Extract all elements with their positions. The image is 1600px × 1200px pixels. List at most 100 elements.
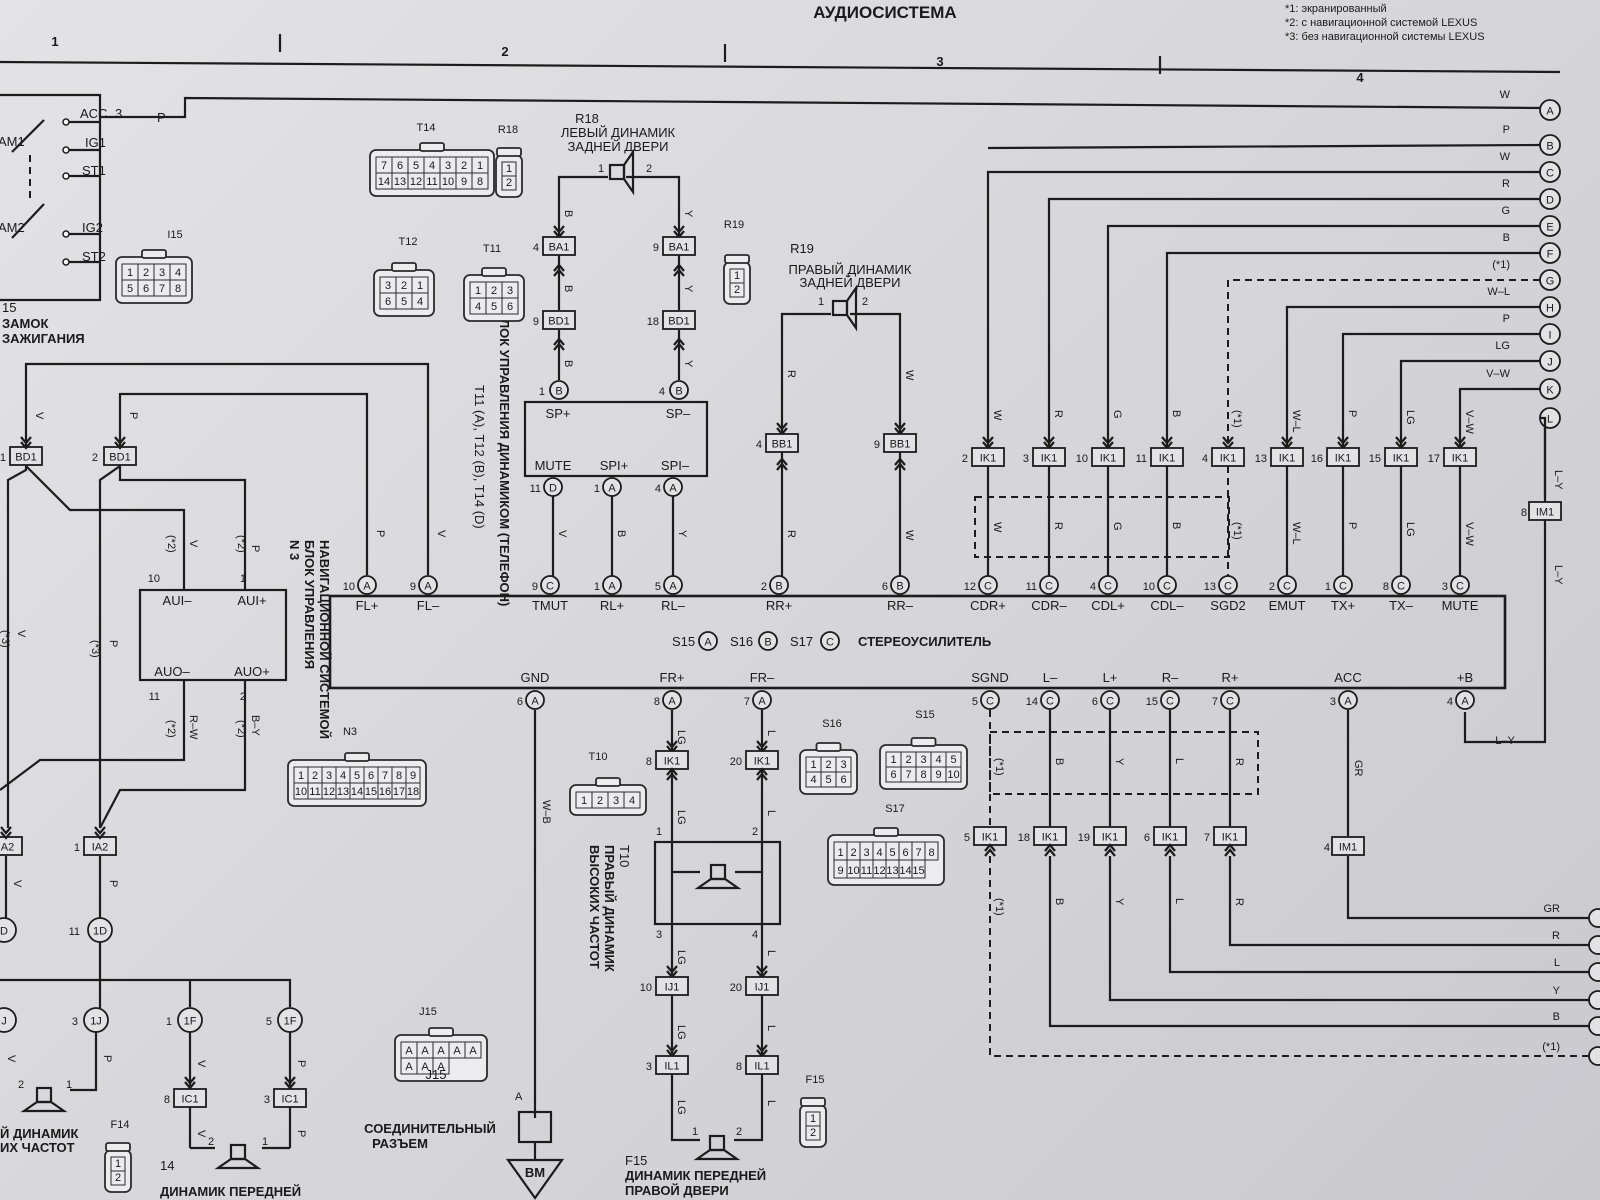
bb1-0-text: BB1: [772, 439, 793, 451]
bottom-right-wire-2: L: [1554, 957, 1560, 969]
conn-1f-b-letter: 1F: [284, 1016, 297, 1028]
ik1-top-wire-color: R: [1052, 410, 1064, 418]
joint-connector-letter: A: [515, 1091, 523, 1103]
s16-code: S16: [822, 718, 842, 730]
ik1-top-num: 4: [1202, 453, 1208, 465]
phone-unit-connectors: T11 (A), T12 (B), T14 (D): [472, 385, 487, 529]
wire-aui-plus-color: P: [249, 545, 261, 552]
amp-bottom-pin-7-letter: C: [1226, 696, 1234, 708]
wire-bd1-to-fl-minus: [24, 362, 430, 575]
bottom-right-wire-3: Y: [1553, 985, 1561, 997]
r18-pin-1: 1: [598, 163, 604, 175]
s15-connector-view-cavity: [945, 766, 962, 783]
t10-connector-view-pin: 4: [629, 795, 635, 807]
t14-connector-view-pin: 10: [442, 176, 454, 188]
amp-bottom-pin-name: SGND: [971, 670, 1009, 685]
ia2-arrow-icon: [0, 826, 12, 835]
ik1-top-2-text: IK1: [1100, 453, 1117, 465]
ik1-top-num: 13: [1255, 453, 1267, 465]
s15-connector-view-pin: 9: [935, 769, 941, 781]
j15-connector-view-pin: A: [405, 1045, 413, 1057]
fr-spk-pin-1: 1: [692, 1126, 698, 1138]
speaker-magnet: [831, 299, 849, 317]
ik1-top-8-text: IK1: [1452, 453, 1469, 465]
ignition-pin-ig2: IG2: [82, 220, 103, 235]
s15-connector-view-pin: 8: [920, 769, 926, 781]
amp-top-pin-num: 1: [594, 581, 600, 593]
nav-pin-1: 1: [240, 573, 246, 585]
ignition-terminal: [62, 146, 70, 154]
bd1-left-num: 1: [0, 452, 6, 464]
amp-legend-s16: S16: [730, 634, 753, 649]
wire-terminal-to-ik1-0: [986, 170, 1540, 447]
r19-name-1: ПРАВЫЙ ДИНАМИК: [789, 262, 912, 277]
wire-ik1-to-edge-1: [1168, 856, 1590, 974]
conn-1d-left: [0, 917, 17, 943]
ik1-wire-color-lower: P: [1346, 522, 1358, 529]
bb1-arrow-icon: [776, 422, 788, 431]
r19-connector-view-pin: 1: [734, 270, 740, 282]
ik1-bottom-wire-color-lower: B: [1053, 898, 1065, 905]
amp-bottom-pin-0-letter: A: [531, 696, 539, 708]
phone-pin-num: 1: [539, 386, 545, 398]
t10-connector-view-cavity: [623, 791, 641, 809]
wire-r18-2: [626, 175, 681, 244]
ik1-bottom-arrow-icon: [1224, 848, 1236, 857]
amp-bottom-pin-num: 3: [1330, 696, 1336, 708]
s17-connector-view-pin: 10: [847, 865, 859, 877]
amp-top-pin-14-letter: C: [1397, 581, 1405, 593]
conn-1f-num: 1: [166, 1016, 172, 1028]
amp-legend-b: [758, 631, 778, 651]
ik1-bottom-wire-color-lower: Y: [1113, 898, 1125, 906]
s15-code: S15: [915, 709, 935, 721]
r18-connector-view-latch: [496, 147, 522, 157]
bd1-left-num: 2: [92, 452, 98, 464]
ic1-num: 8: [164, 1094, 170, 1106]
j15-connector-view-cavity: [464, 1041, 482, 1059]
ik1-arrow-icon: [1222, 436, 1234, 445]
t14-connector-view-pin: 11: [426, 176, 437, 188]
f15-connector-view-pin: 1: [810, 1113, 816, 1125]
s16-connector-view-pin: 1: [810, 759, 816, 771]
wire-auo-minus-down: [0, 680, 186, 791]
wire-b-extension: [987, 143, 1541, 150]
r18-pin-2: 2: [646, 163, 652, 175]
r18-code: R18: [575, 111, 599, 126]
t11-connector-view-cavity: [501, 297, 519, 315]
s16-connector-view-latch: [815, 742, 842, 752]
wire-aui-minus-note: (*2): [165, 535, 177, 553]
conn-1d-num: 11: [69, 926, 80, 938]
wire-auo-minus-note: (*2): [165, 720, 177, 738]
ba1-up-arrow-icon: [553, 268, 565, 277]
amp-top-pin-name: MUTE: [1442, 598, 1479, 613]
amp-top-pin-num: 5: [655, 581, 661, 593]
t10-code: T10: [589, 751, 608, 763]
bottom-right-terminal-2: [1588, 962, 1600, 982]
column-2: 2: [501, 44, 508, 59]
ij1-0-text: IJ1: [665, 982, 680, 994]
s17-connector-view-pin: 15: [912, 865, 924, 877]
conn-1f-a-letter: 1F: [184, 1016, 197, 1028]
phone-unit-text: БЛОК УПРАВЛЕНИЯ ДИНАМИКОМ (ТЕЛЕФОН): [497, 310, 512, 606]
i15-connector-view-latch: [141, 249, 167, 259]
front-left-name: ДИНАМИК ПЕРЕДНЕЙ: [160, 1184, 301, 1199]
amplifier-label: СТЕРЕОУСИЛИТЕЛЬ: [858, 634, 991, 649]
amp-top-pin-num: 9: [410, 581, 416, 593]
ik1-wire-color-lower: G: [1111, 522, 1123, 531]
j15-connector-view-pin: A: [421, 1045, 429, 1057]
wire-1f-color: P: [295, 1060, 307, 1067]
s16-connector-view-pin: 2: [825, 759, 831, 771]
s17-connector-view-pin: 13: [886, 865, 898, 877]
bb1-num: 4: [756, 439, 762, 451]
left-tweeter-name-1: Й ДИНАМИК: [0, 1126, 79, 1141]
r18-connector-view-pin: 1: [506, 163, 512, 175]
ik1-bottom-num: 7: [1204, 832, 1210, 844]
bd1-num: 9: [533, 316, 539, 328]
j15-connector-view-pin: A: [469, 1045, 477, 1057]
wire-tw-color: L: [765, 950, 777, 956]
t12-connector-view-pin: 3: [385, 280, 391, 292]
wire-aui-plus-note: (*2): [235, 535, 247, 553]
amp-legend-a-letter: A: [704, 637, 712, 649]
